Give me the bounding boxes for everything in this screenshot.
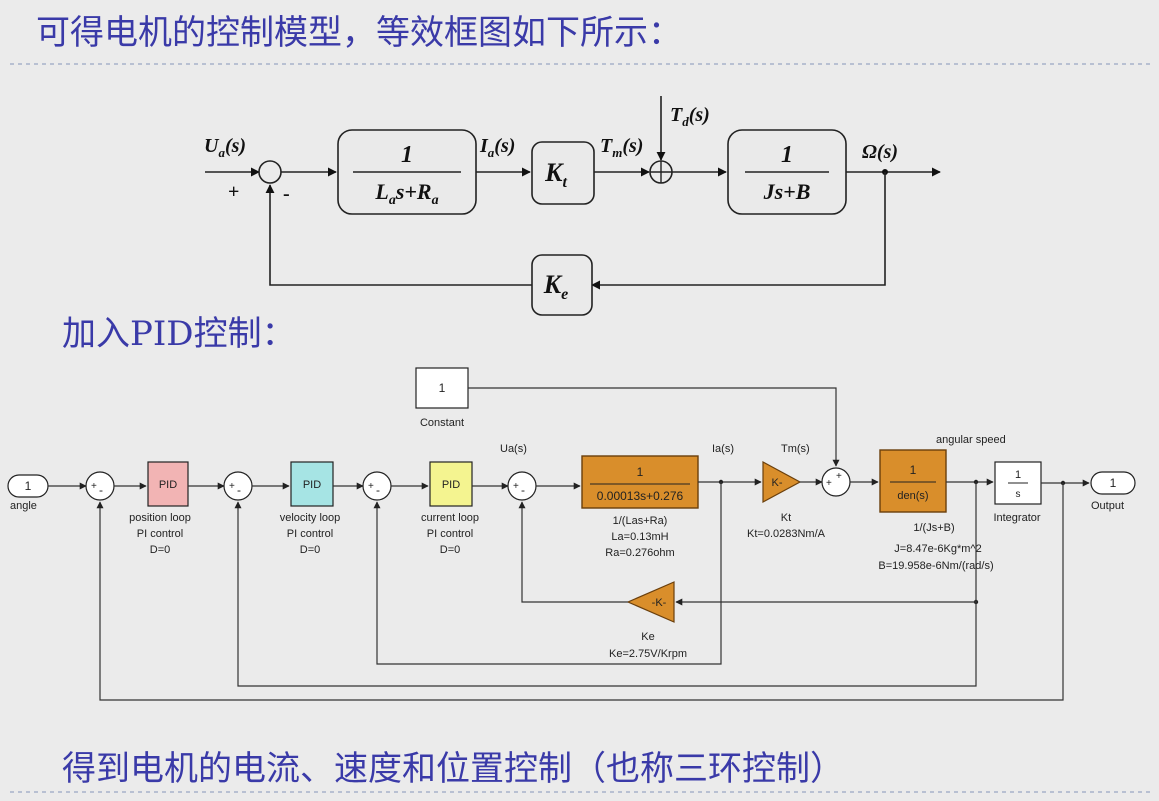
minus-sign: -	[283, 183, 290, 205]
block1-numerator: 1	[401, 142, 413, 168]
pid3-line-2: D=0	[440, 544, 461, 556]
integrator-label: Integrator	[993, 512, 1040, 524]
tf2-line-2: B=19.958e-6Nm/(rad/s)	[878, 560, 993, 572]
svg-text:-: -	[521, 483, 525, 497]
tf1-denominator: 0.00013s+0.276	[597, 489, 684, 503]
svg-text:PID: PID	[159, 479, 177, 491]
wire-position-feedback	[96, 483, 1064, 701]
kt-line-0: Kt	[781, 512, 791, 524]
ua-label: Ua(s)	[500, 443, 527, 455]
tf2-line-1: J=8.47e-6Kg*m^2	[894, 543, 981, 555]
outport-output[interactable]	[1090, 471, 1136, 495]
svg-text:+: +	[513, 481, 519, 492]
pid-position-loop[interactable]	[147, 461, 189, 507]
svg-text:+: +	[836, 471, 842, 482]
pid2-line-1: PI control	[287, 528, 333, 540]
pid3-line-1: PI control	[427, 528, 473, 540]
ke-line-1: Ke=2.75V/Krpm	[609, 648, 687, 660]
inport-label: angle	[10, 500, 37, 512]
pid1-line-1: PI control	[137, 528, 183, 540]
svg-text:+: +	[91, 481, 97, 492]
constant-wire	[468, 387, 840, 467]
svg-text:K-: K-	[772, 477, 783, 489]
wire-current-feedback	[373, 482, 722, 665]
svg-text:-: -	[376, 483, 380, 497]
svg-text:PID: PID	[303, 479, 321, 491]
pid3-line-0: current loop	[421, 512, 479, 524]
svg-text:+: +	[229, 481, 235, 492]
svg-text:-: -	[99, 483, 103, 497]
constant-label: Constant	[420, 417, 464, 429]
svg-text:1: 1	[910, 463, 917, 477]
plus-sign: +	[228, 181, 239, 203]
td-label: Td(s)	[670, 104, 710, 129]
feedback-wire-right	[591, 172, 886, 290]
heading-model: 可得电机的控制模型，等效框图如下所示：	[36, 13, 682, 53]
svg-text:1: 1	[1110, 476, 1117, 490]
svg-text:1: 1	[1015, 469, 1021, 481]
heading-pid: 加入PID控制：	[62, 314, 296, 354]
tf2-denominator: den(s)	[897, 490, 928, 502]
kt-block	[531, 141, 595, 205]
ia-label-sim: Ia(s)	[712, 443, 734, 455]
ia-label: Ia(s)	[479, 135, 515, 160]
inport-number: 1	[25, 479, 32, 493]
svg-text:+: +	[368, 481, 374, 492]
svg-text:-K-: -K-	[652, 597, 667, 609]
tf2-line-0: 1/(Js+B)	[913, 522, 954, 534]
constant-block[interactable]	[415, 367, 469, 409]
gain-ke[interactable]	[626, 581, 675, 623]
ke-block	[531, 254, 593, 316]
angular-speed-label: angular speed	[936, 434, 1006, 446]
omega-label: Ω(s)	[862, 141, 898, 163]
wire-velocity-feedback	[234, 501, 977, 687]
outport-label: Output	[1091, 500, 1124, 512]
tf1-line-1: La=0.13mH	[611, 531, 668, 543]
ke-line-0: Ke	[641, 631, 654, 643]
tm-label: Tm(s)	[600, 135, 643, 160]
pid-velocity-loop[interactable]	[290, 461, 334, 507]
block2-denominator: Js+B	[763, 179, 811, 204]
feedback-wire-left	[265, 184, 532, 286]
kt-line-1: Kt=0.0283Nm/A	[747, 528, 826, 540]
svg-text:1: 1	[439, 381, 446, 395]
pid1-line-0: position loop	[129, 512, 191, 524]
tm-label-sim: Tm(s)	[781, 443, 810, 455]
svg-text:-: -	[237, 483, 241, 497]
pid-current-loop[interactable]	[429, 461, 473, 507]
block1-denominator: Las+Ra	[374, 179, 438, 208]
svg-text:1: 1	[637, 465, 644, 479]
kt-label: Kt	[544, 158, 567, 191]
svg-text:s: s	[1016, 489, 1021, 500]
block2-numerator: 1	[781, 142, 793, 168]
svg-text:+: +	[826, 478, 832, 489]
ke-label: Ke	[543, 270, 568, 303]
tf-armature[interactable]	[581, 455, 699, 509]
tf1-line-2: Ra=0.276ohm	[605, 547, 674, 559]
pid2-line-2: D=0	[300, 544, 321, 556]
pid2-line-0: velocity loop	[280, 512, 341, 524]
tf-mechanical[interactable]	[879, 449, 947, 513]
input-ua-label: Ua(s)	[204, 135, 246, 160]
svg-text:PID: PID	[442, 479, 460, 491]
simulink-model: 1 angle + - PID position loop PI control…	[7, 367, 1136, 701]
motor-block-diagram: Ua(s) + - 1 Las+Ra Ia(s) Kt Tm(s) Td(s) …	[204, 96, 941, 316]
wire-ke-to-sum4	[518, 501, 628, 603]
heading-result: 得到电机的电流、速度和位置控制（也称三环控制）	[62, 749, 844, 789]
summing-junction-1	[258, 160, 282, 184]
tf1-line-0: 1/(Las+Ra)	[613, 515, 668, 527]
gain-kt[interactable]	[762, 460, 802, 504]
pid1-line-2: D=0	[150, 544, 171, 556]
